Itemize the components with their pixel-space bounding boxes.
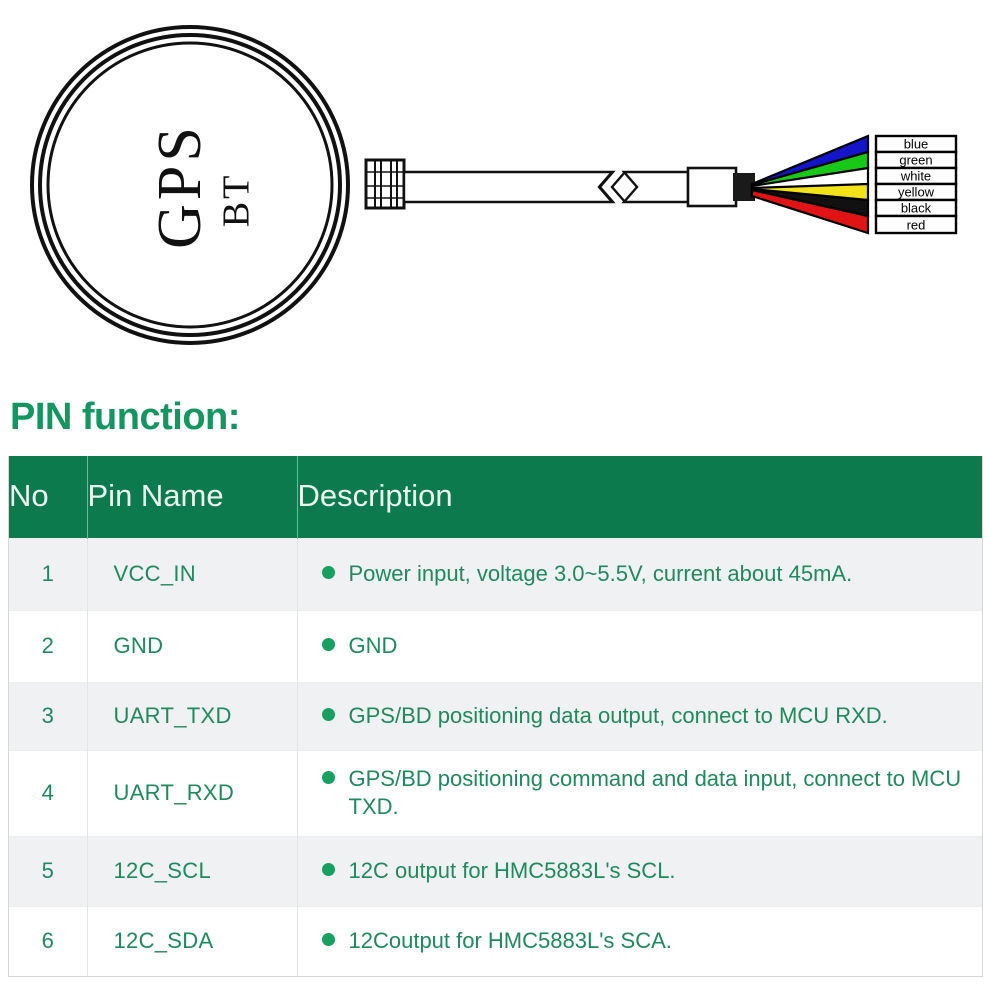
antenna-body bbox=[30, 25, 350, 345]
antenna-label-bt: BT bbox=[216, 173, 258, 228]
cell-no: 4 bbox=[9, 749, 88, 837]
cell-pin-name: 12C_SDA bbox=[87, 905, 298, 977]
cell-pin-name: UART_RXD bbox=[87, 749, 298, 837]
cell-no: 3 bbox=[9, 681, 88, 750]
cell-no: 6 bbox=[9, 905, 88, 977]
wire-label-black: black bbox=[901, 200, 932, 215]
cable-body bbox=[402, 170, 616, 204]
table-row: 4 UART_RXD GPS/BD positioning command an… bbox=[9, 749, 982, 837]
description-text: 12Coutput for HMC5883L's SCA. bbox=[348, 928, 672, 954]
description-text: GND bbox=[348, 632, 398, 658]
table-row: 6 12C_SDA 12Coutput for HMC5883L's SCA. bbox=[9, 905, 982, 977]
wire-label-green: green bbox=[899, 152, 932, 167]
table-row: 3 UART_TXD GPS/BD positioning data outpu… bbox=[9, 681, 982, 750]
cell-pin-name: VCC_IN bbox=[87, 537, 298, 610]
table-row: 2 GND GND bbox=[9, 609, 982, 682]
table-header-row: No Pin Name Description bbox=[9, 456, 982, 538]
wire-label-red: red bbox=[907, 217, 926, 232]
bullet-icon bbox=[321, 770, 335, 784]
bullet-icon bbox=[321, 707, 335, 721]
wire-label-blue: blue bbox=[904, 136, 929, 151]
description-text: GPS/BD positioning command and data inpu… bbox=[348, 765, 962, 820]
bullet-icon bbox=[321, 565, 335, 579]
bullet-icon bbox=[321, 862, 335, 876]
strain-relief-block bbox=[364, 158, 406, 210]
bullet-icon bbox=[321, 637, 335, 651]
column-header-description: Description bbox=[297, 456, 982, 538]
cell-description: GPS/BD positioning data output, connect … bbox=[297, 681, 982, 750]
bullet-icon bbox=[321, 933, 335, 947]
cell-description: GND bbox=[297, 609, 982, 682]
cell-pin-name: 12C_SCL bbox=[87, 835, 298, 907]
cell-no: 2 bbox=[9, 609, 88, 682]
cell-pin-name: UART_TXD bbox=[87, 681, 298, 750]
column-header-pin-name: Pin Name bbox=[87, 456, 298, 538]
wire-label-boxes bbox=[874, 134, 958, 235]
cell-description: 12Coutput for HMC5883L's SCA. bbox=[297, 905, 982, 977]
antenna-label-gps: GPS bbox=[146, 123, 214, 249]
product-diagram: GPS BT bbox=[0, 0, 991, 380]
cable-break-mark bbox=[597, 171, 626, 203]
cable-sleeve bbox=[686, 166, 738, 208]
table-row: 1 VCC_IN Power input, voltage 3.0~5.5V, … bbox=[9, 537, 982, 610]
cable-body-right bbox=[621, 170, 690, 204]
cell-description: 12C output for HMC5883L's SCL. bbox=[297, 835, 982, 907]
cell-no: 1 bbox=[9, 537, 88, 610]
column-header-no: No bbox=[9, 456, 88, 538]
cell-pin-name: GND bbox=[87, 609, 298, 682]
wire-red bbox=[750, 188, 870, 235]
description-text: Power input, voltage 3.0~5.5V, current a… bbox=[348, 560, 853, 586]
description-text: GPS/BD positioning data output, connect … bbox=[348, 702, 888, 728]
wire-fanout bbox=[750, 134, 870, 235]
cell-no: 5 bbox=[9, 835, 88, 907]
wire-label-yellow: yellow bbox=[898, 184, 935, 199]
pin-function-table: No Pin Name Description 1 VCC_IN Power i… bbox=[8, 456, 983, 978]
cell-description: GPS/BD positioning command and data inpu… bbox=[297, 749, 982, 837]
pin-function-title: PIN function: bbox=[10, 396, 240, 438]
description-text: 12C output for HMC5883L's SCL. bbox=[348, 857, 676, 883]
wire-label-white: white bbox=[900, 168, 931, 183]
cable-ferrule bbox=[733, 173, 755, 201]
cell-description: Power input, voltage 3.0~5.5V, current a… bbox=[297, 537, 982, 610]
table-row: 5 12C_SCL 12C output for HMC5883L's SCL. bbox=[9, 835, 982, 907]
